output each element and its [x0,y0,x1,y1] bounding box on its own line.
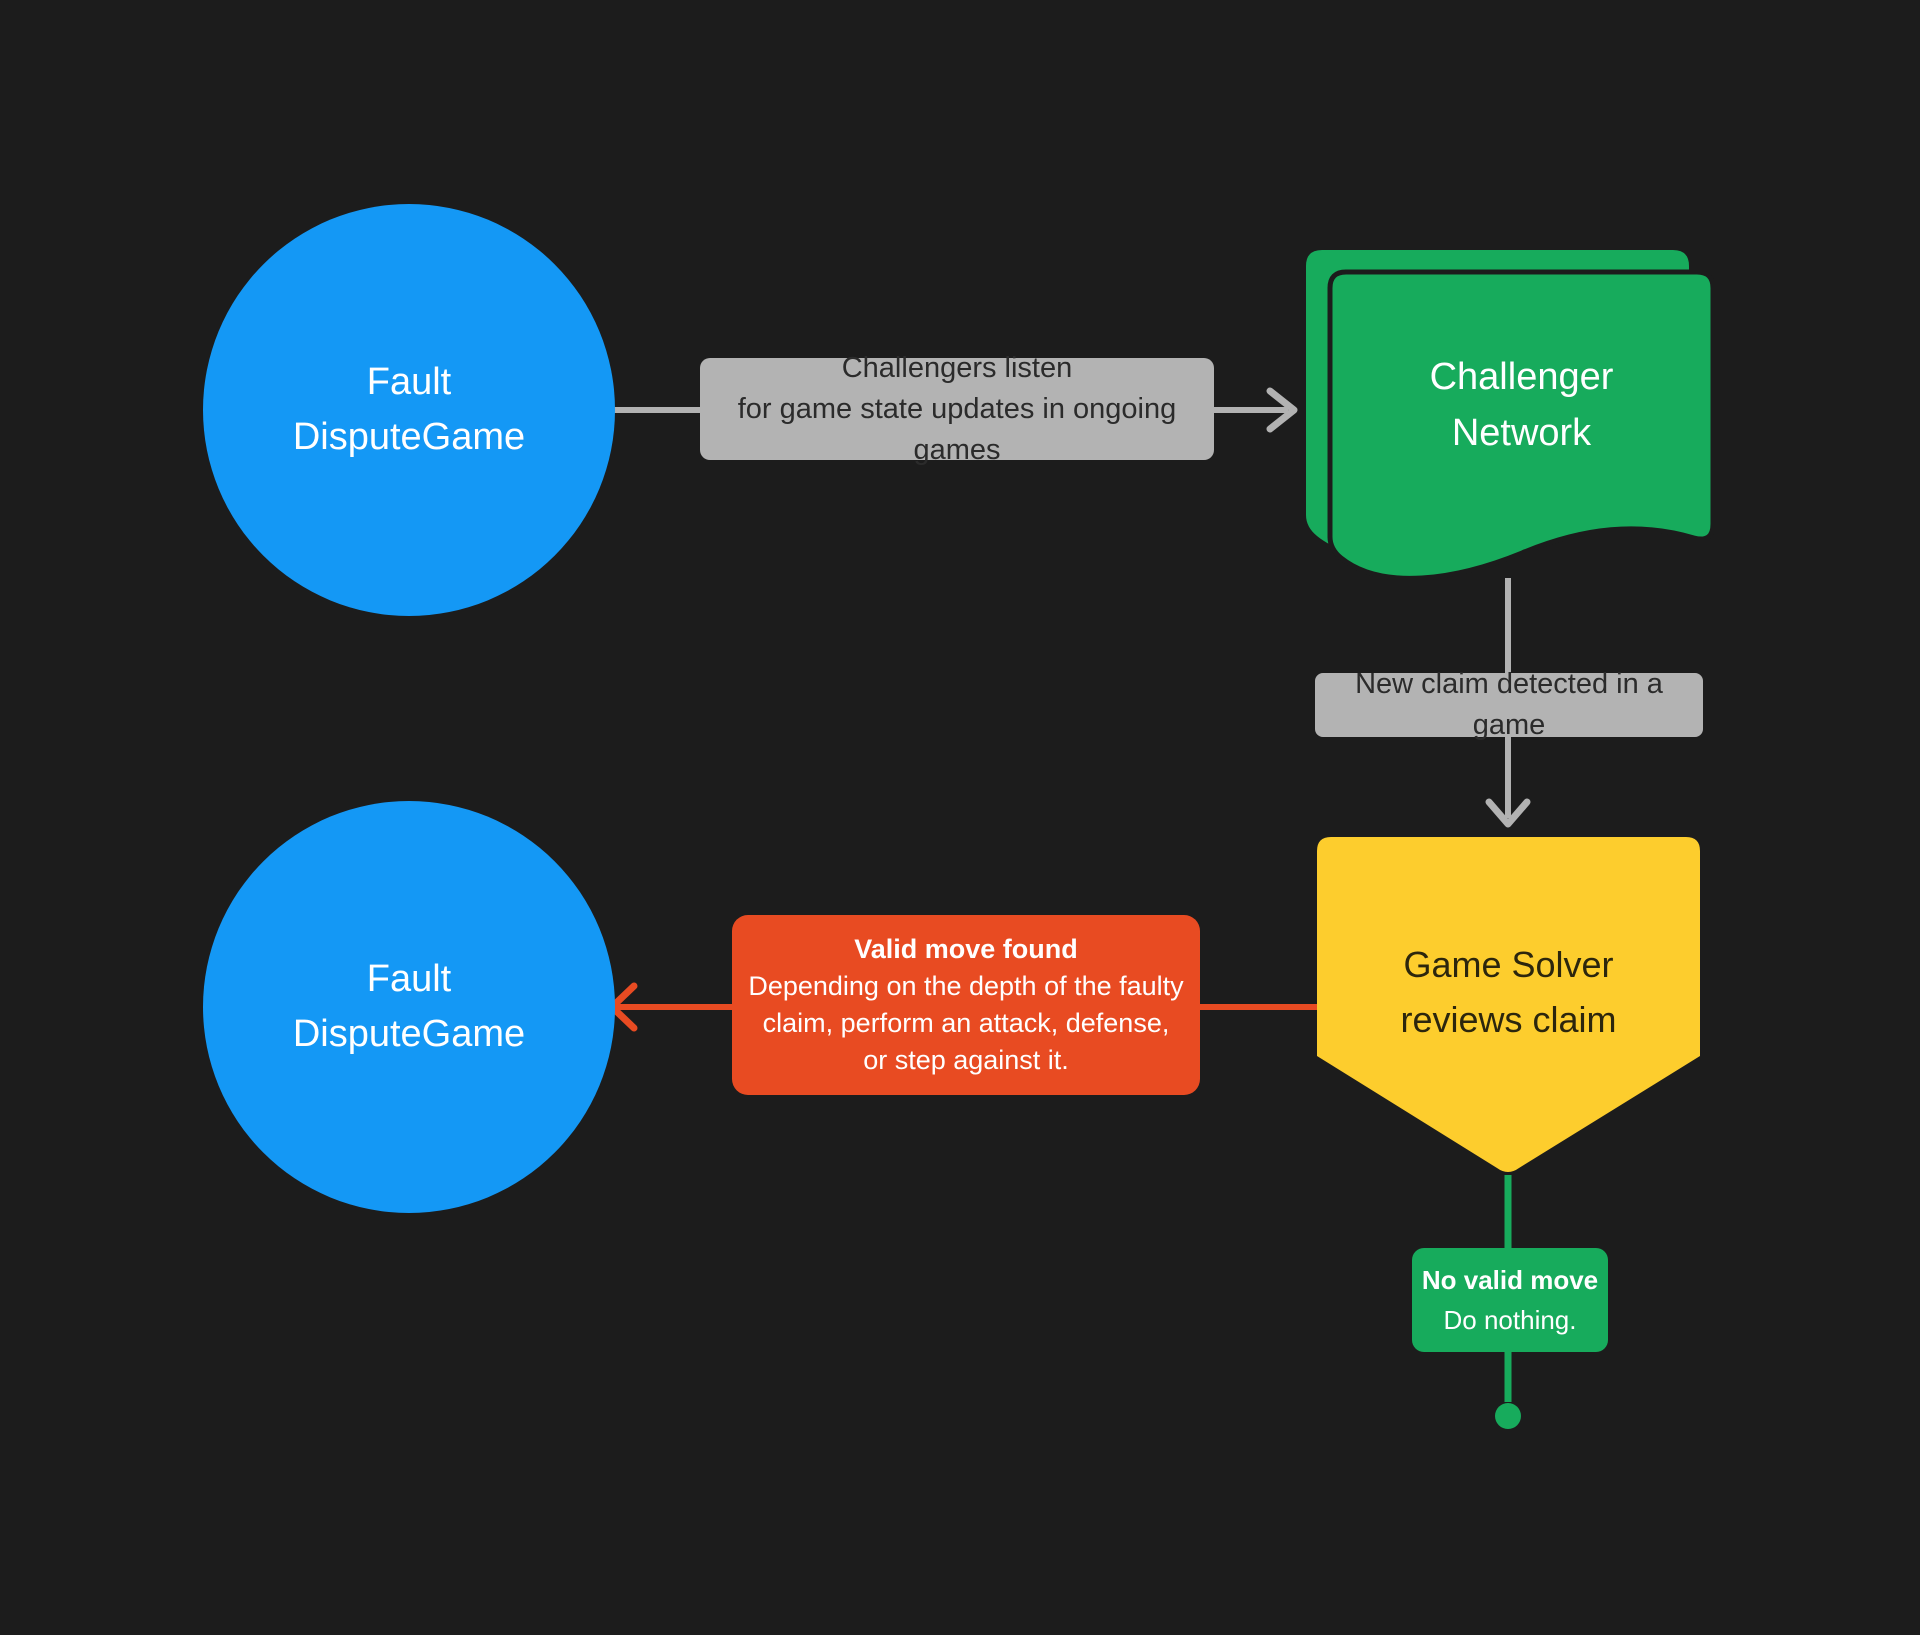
valid-move-title: Valid move found [854,934,1078,964]
edge-label-line: for game state updates in ongoing games [737,392,1177,466]
valid-move-body-line: or step against it. [863,1045,1069,1075]
node-label-line: DisputeGame [292,1013,526,1055]
node-fault-dispute-game-bottom: Fault DisputeGame [203,801,615,1213]
node-label-line: Fault [366,958,452,1000]
edge-label-new-claim: New claim detected in a game [1315,668,1703,741]
edge-label-no-valid-move: No valid move Do nothing. [1412,1248,1608,1352]
node-label-line: Fault [366,361,452,403]
node-challenger-network-label: Challenger Network [1330,272,1713,538]
no-valid-move-body: Do nothing. [1443,1305,1577,1335]
terminal-dot-icon [1495,1403,1521,1429]
edge-label-line: New claim detected in a game [1355,668,1663,741]
arrowhead-down-icon [1485,798,1531,828]
document-shape-front [1327,269,1716,581]
node-label-line: Game Solver [1403,944,1614,985]
node-game-solver-label: Game Solver reviews claim [1317,847,1700,1137]
node-game-solver-shape [1317,837,1700,1172]
node-label-line: Challenger [1429,356,1614,398]
edge-label-line: Challengers listen [841,351,1073,384]
node-label-line: DisputeGame [292,416,526,458]
arrowhead-right-icon [1266,387,1298,433]
no-valid-move-title: No valid move [1421,1265,1599,1295]
node-label-line: Network [1451,412,1592,454]
node-fault-dispute-game-top: Fault DisputeGame [203,204,615,616]
node-challenger-network-shape [1306,250,1716,581]
edge-label-challengers-listen: Challengers listen for game state update… [700,352,1214,466]
node-label-line: reviews claim [1400,999,1617,1040]
valid-move-body-line: claim, perform an attack, defense, [762,1008,1170,1038]
valid-move-body-line: Depending on the depth of the faulty [748,971,1184,1001]
edge-label-valid-move: Valid move found Depending on the depth … [732,915,1200,1095]
